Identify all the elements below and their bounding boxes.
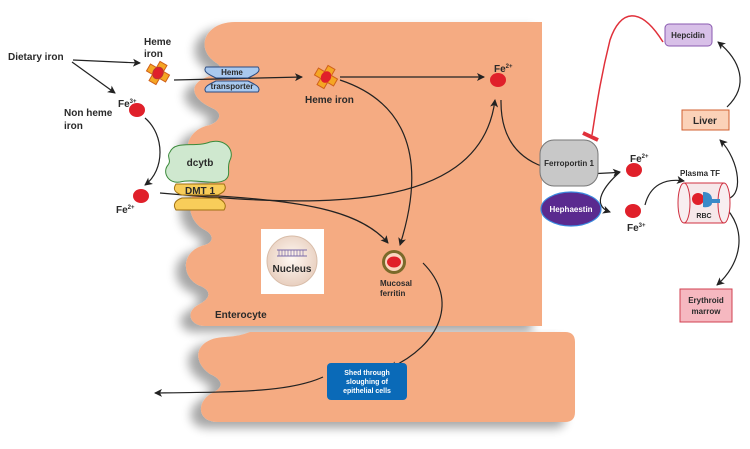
liver-box: Liver [681,109,730,131]
dmt1-label: DMT 1 [185,186,215,197]
shed-label-1: Shed through [344,370,390,377]
hepcidin-inhibition-line [591,15,664,136]
nucleus: Nucleus [261,229,324,294]
nucleus-label: Nucleus [273,264,312,275]
arrow-fe3-to-rbc [644,175,685,206]
plasma-tf-label: Plasma TF [680,169,720,178]
heme-iron-outside-label: Heme [144,37,172,48]
heme-iron-icon [145,60,171,86]
ferroportin-1: Ferroportin 1 [539,139,599,187]
fe2-plasma-label: Fe2+ [630,154,649,165]
non-heme-iron-label: Non heme [64,108,113,119]
liver-label: Liver [693,116,717,127]
non-heme-iron-label-2: iron [64,121,83,132]
shed-box: Shed through sloughing of epithelial cel… [327,363,407,400]
heme-iron-outside-label-2: iron [144,49,163,60]
heme-transporter-label-2: transporter [211,82,254,91]
hepcidin-box: Hepcidin [664,23,713,47]
arrow-heme-to-ferritin [339,79,413,246]
mucosal-ferritin-label-2: ferritin [380,289,405,298]
erythroid-label-2: marrow [692,307,722,316]
arrow-fe2-to-ferroportin [500,99,621,177]
fe2-inside-label: Fe2+ [494,64,513,75]
erythroid-marrow-box: Erythroid marrow [679,288,733,323]
dcytb-label: dcytb [187,158,214,169]
arrow-liver-to-hepcidin [717,41,741,108]
arrow-ferritin-to-shed [389,262,443,369]
fe2-outside-label: Fe2+ [116,205,135,216]
arrow-fe3-to-fe2 [144,117,161,186]
hephaestin: Hephaestin [540,191,602,227]
arrow-dmt1-to-fe2 [159,99,499,202]
arrow-dmt1-to-ferritin [199,194,389,244]
shed-label-3: epithelial cells [343,388,391,395]
fe2-inside-iron [490,73,506,87]
dietary-iron-label: Dietary iron [8,52,64,63]
dmt1-transporter: DMT 1 [173,183,226,211]
heme-iron-inside-label: Heme iron [305,95,354,106]
inhibition-bar [582,131,599,142]
heme-transporter: Heme transporter [204,66,260,93]
rbc-label: RBC [696,213,711,220]
heme-transporter-label: Heme [221,68,243,77]
fe3-outside-label: Fe3+ [118,99,137,110]
arrow-dietary-to-heme [72,58,141,67]
rbc-transferrin: RBC [677,182,731,224]
shed-label-2: sloughing of [346,379,389,386]
fe3-plasma-iron [625,204,641,218]
fe2-plasma-iron [626,163,642,177]
ferroportin-label: Ferroportin 1 [544,159,594,168]
arrow-dietary-to-nonheme [71,61,116,94]
hepcidin-label: Hepcidin [671,31,705,40]
fe3-plasma-label: Fe3+ [627,223,646,234]
fe2-outside-iron [133,189,149,203]
mucosal-ferritin: Mucosal ferritin [380,250,412,298]
mucosal-ferritin-label: Mucosal [380,279,412,288]
enterocyte-label: Enterocyte [215,310,267,321]
erythroid-label: Erythroid [688,296,724,305]
arrow-shed-out [154,376,324,397]
heme-iron-inside-icon [313,64,339,90]
fe3-outside-iron [129,103,145,117]
hephaestin-label: Hephaestin [549,205,592,214]
dcytb-protein: dcytb [165,140,232,183]
arrow-fe2-to-fe3 [599,171,621,214]
